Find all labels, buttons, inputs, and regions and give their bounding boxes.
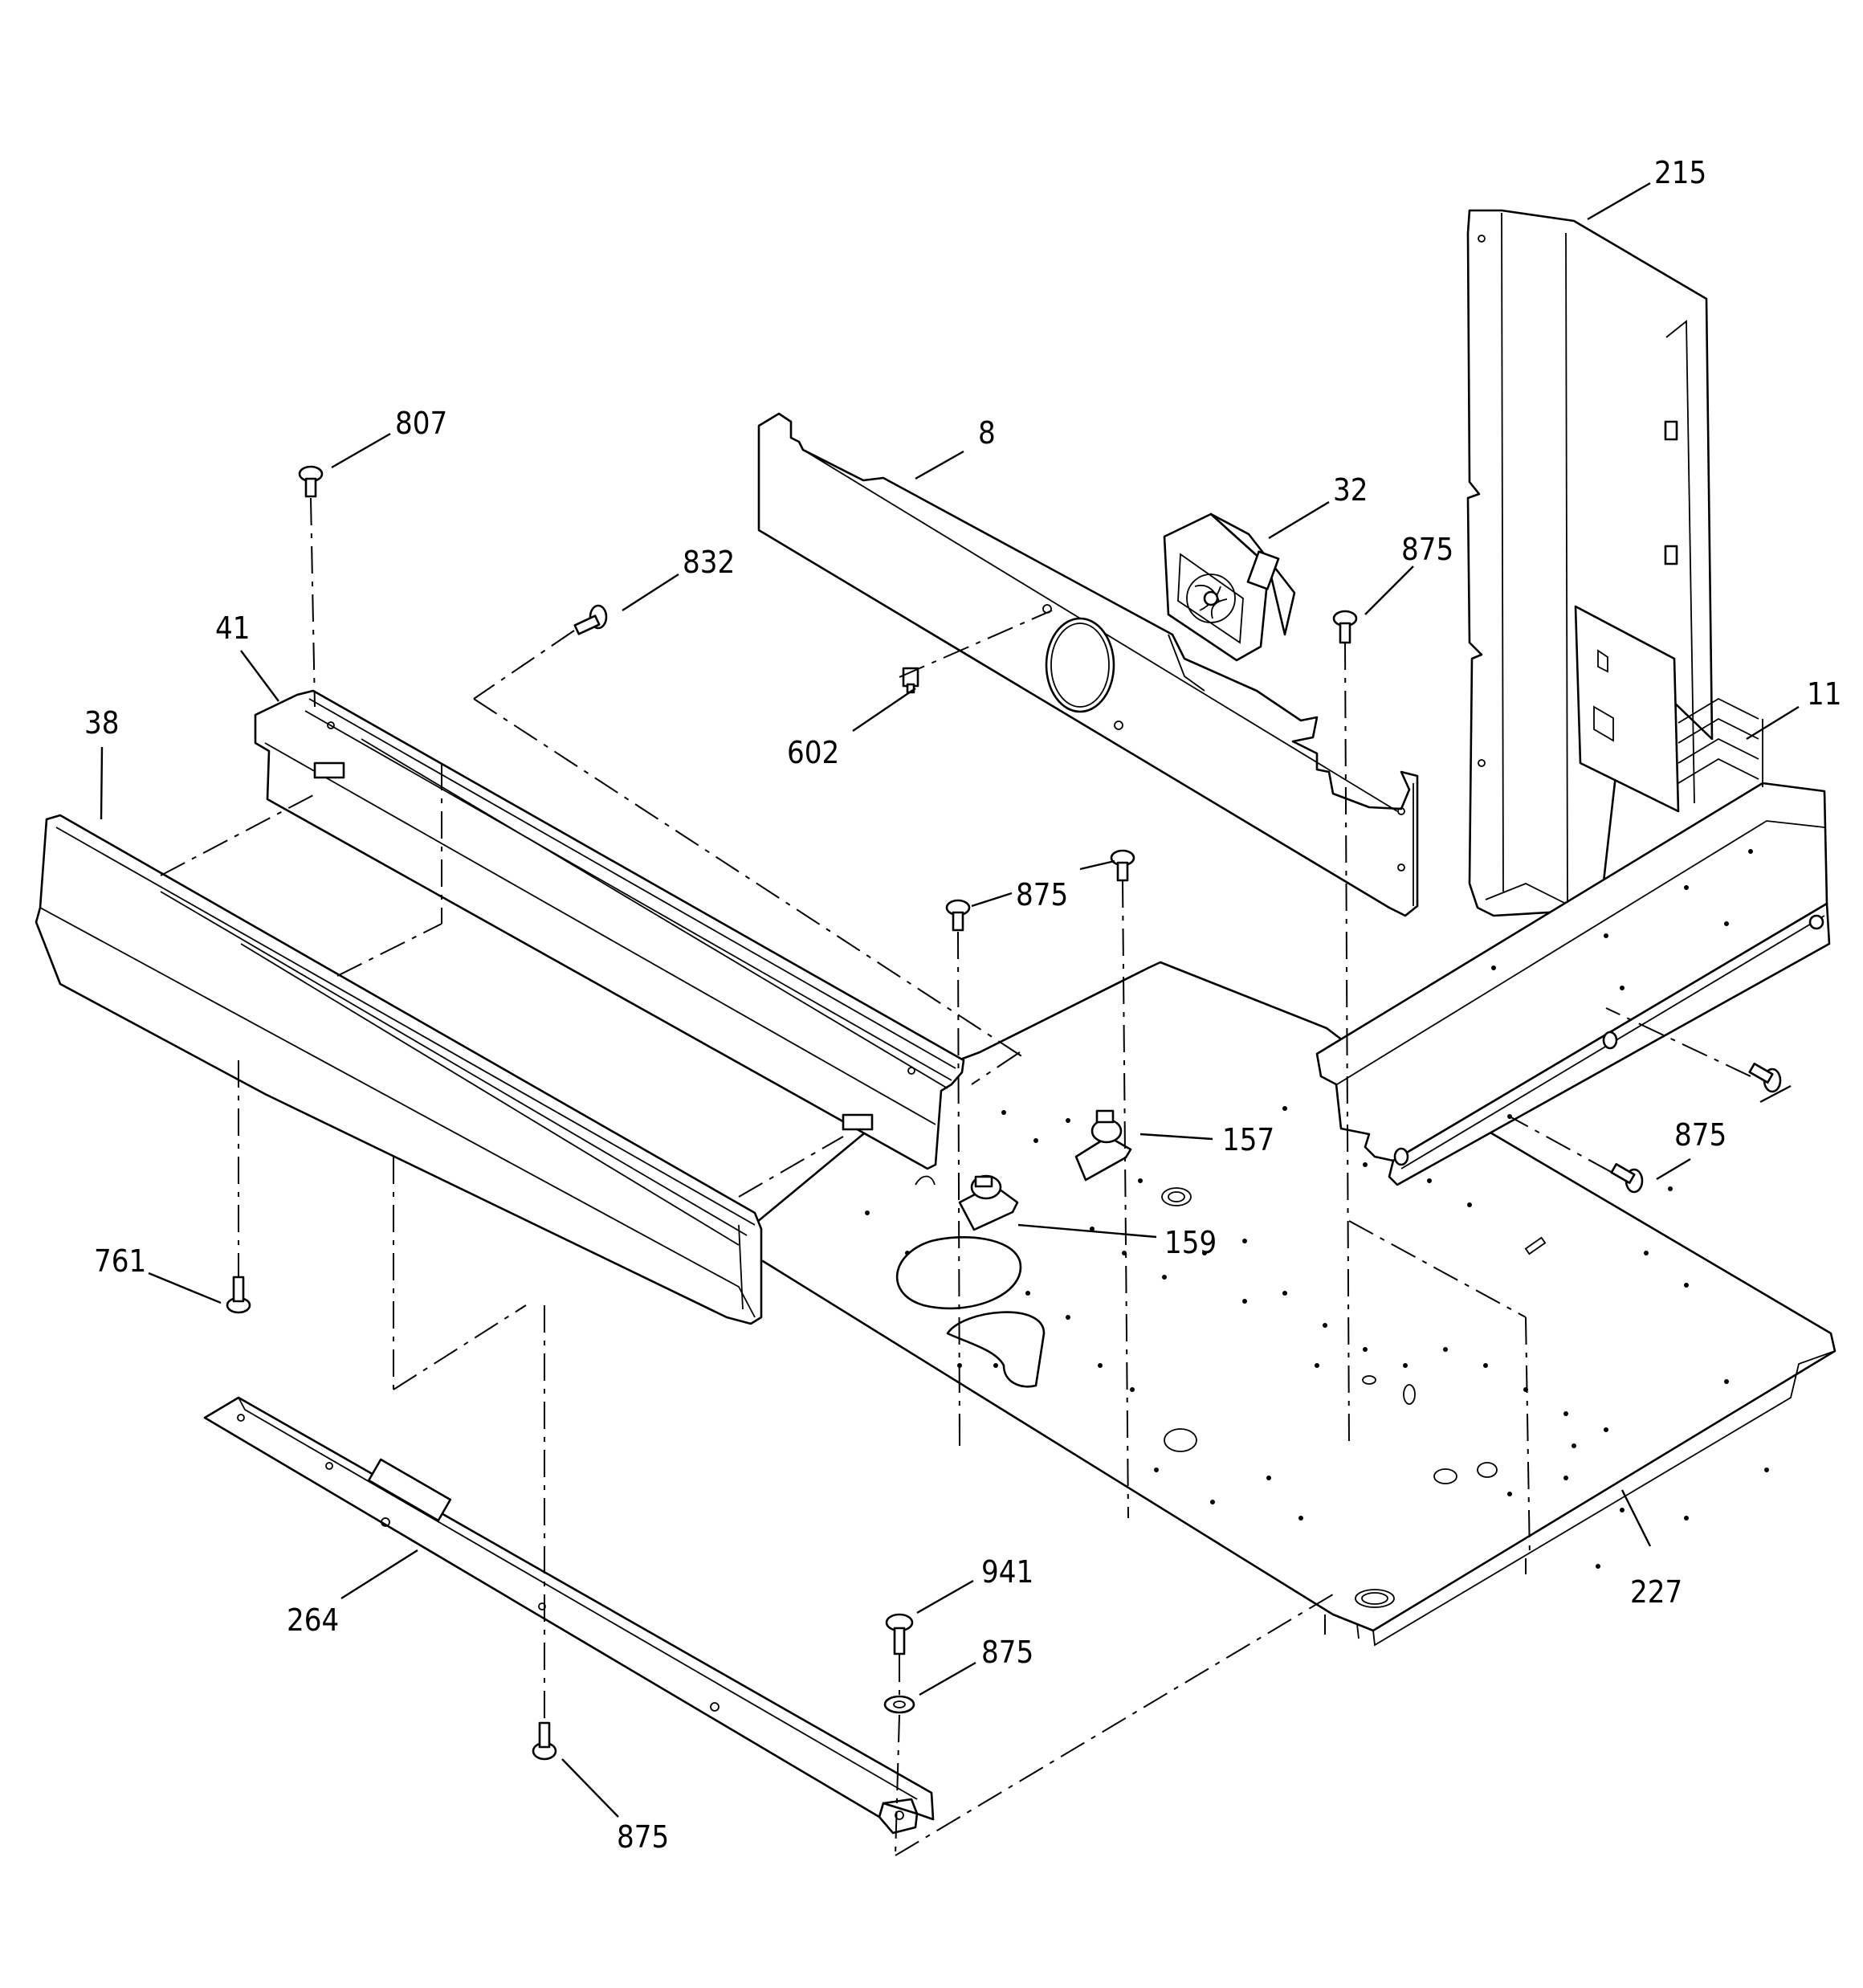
screw-875-upper — [1332, 610, 1358, 644]
screw-875-right-lower — [1610, 1163, 1644, 1194]
leader-lines — [100, 182, 1800, 1818]
callout-832: 832 — [683, 545, 735, 580]
clip-602 — [902, 667, 919, 694]
callout-215: 215 — [1654, 155, 1706, 190]
screw-832 — [573, 604, 608, 635]
panel-41 — [254, 689, 965, 1186]
callout-875-mid: 875 — [1016, 877, 1068, 912]
callout-38: 38 — [84, 705, 120, 741]
screw-875-bottom — [532, 1721, 557, 1761]
callout-labels: 215 807 8 32 832 875 41 11 38 602 875 15… — [84, 155, 1842, 1855]
fan-motor-32 — [1163, 512, 1296, 662]
callout-11: 11 — [1807, 676, 1842, 712]
screw-761 — [226, 1276, 251, 1314]
callout-875-washer: 875 — [981, 1635, 1033, 1670]
panel-38 — [35, 814, 763, 1325]
callout-807: 807 — [395, 406, 447, 441]
screws — [226, 465, 1782, 1761]
screw-875-mid-right — [1110, 849, 1135, 882]
washer-875 — [883, 1695, 915, 1714]
screw-875-right-upper — [1748, 1063, 1782, 1093]
rail-264 — [203, 1396, 935, 1835]
callout-8: 8 — [978, 415, 996, 451]
callout-157: 157 — [1222, 1122, 1274, 1157]
callout-227: 227 — [1630, 1574, 1682, 1610]
callout-875-bottom: 875 — [617, 1819, 669, 1855]
callout-761: 761 — [94, 1243, 146, 1279]
callout-41: 41 — [215, 610, 251, 646]
bracket-11 — [1315, 697, 1831, 1186]
screw-807 — [298, 465, 324, 498]
panel-8 — [757, 412, 1419, 917]
callout-941: 941 — [981, 1554, 1033, 1590]
callout-32: 32 — [1333, 472, 1368, 508]
screw-941 — [885, 1613, 914, 1655]
callout-602: 602 — [787, 735, 839, 770]
thermostat-159 — [958, 1174, 1019, 1231]
callout-264: 264 — [287, 1602, 339, 1638]
screw-875-mid-left — [945, 899, 971, 932]
callout-875-upper: 875 — [1401, 532, 1453, 567]
callout-159: 159 — [1164, 1225, 1217, 1260]
vertical-duct-215 — [1466, 209, 1714, 917]
callout-875-right: 875 — [1674, 1117, 1726, 1153]
thermostat-157 — [1074, 1109, 1132, 1182]
alignment-lines — [160, 497, 1751, 1856]
